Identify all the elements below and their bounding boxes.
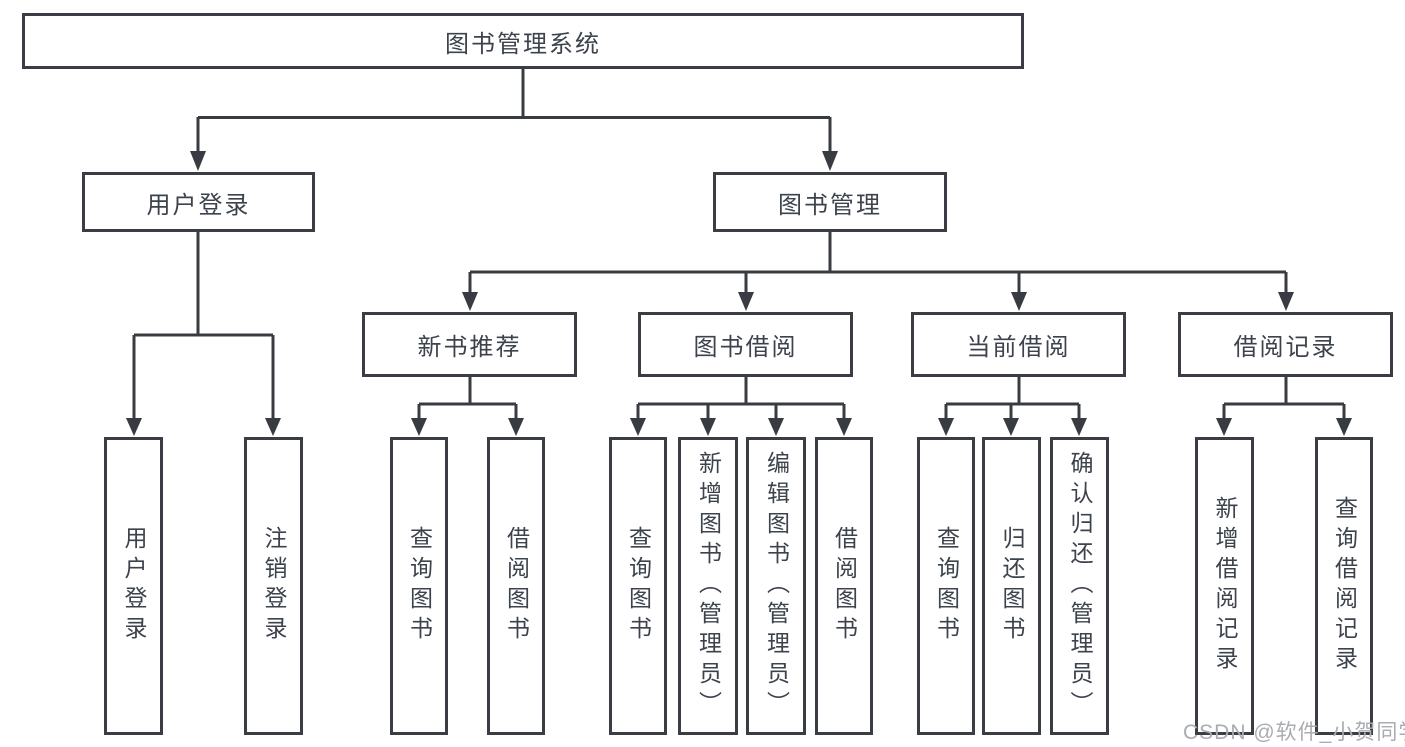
- arrow-down-icon: [700, 418, 716, 436]
- node-user-login-branch: 用户登录: [82, 172, 315, 232]
- arrow-down-icon: [190, 151, 206, 171]
- arrow-down-icon: [508, 418, 524, 436]
- leaf-edit-book-admin: 编辑图书（管理员）: [746, 437, 806, 735]
- arrow-down-icon: [836, 418, 852, 436]
- node-current-borrow: 当前借阅: [911, 312, 1126, 377]
- connector-book-borrow: [630, 377, 852, 436]
- arrow-down-icon: [738, 292, 754, 311]
- connector-borrow-records: [1216, 377, 1352, 436]
- leaf-logout: 注销登录: [244, 437, 303, 735]
- arrow-down-icon: [126, 418, 142, 436]
- arrow-down-icon: [1011, 292, 1027, 311]
- arrow-down-icon: [1278, 292, 1294, 311]
- leaf-add-borrow-record: 新增借阅记录: [1195, 437, 1254, 735]
- connector-user-login-branch: [126, 232, 281, 436]
- leaf-return-book: 归还图书: [982, 437, 1041, 735]
- leaf-query-books-recommend: 查询图书: [390, 437, 448, 735]
- arrow-down-icon: [768, 418, 784, 436]
- node-borrow-records: 借阅记录: [1178, 312, 1393, 377]
- leaf-add-book-admin: 新增图书（管理员）: [678, 437, 738, 735]
- arrow-down-icon: [938, 418, 954, 436]
- node-book-management: 图书管理: [713, 172, 947, 232]
- leaf-query-books-current: 查询图书: [917, 437, 975, 735]
- arrow-down-icon: [1071, 418, 1087, 436]
- arrow-down-icon: [822, 151, 838, 171]
- leaf-query-books-borrow: 查询图书: [609, 437, 667, 735]
- connector-current-borrow: [938, 377, 1087, 436]
- connector-book-mgmt-to-level3: [462, 232, 1294, 311]
- leaf-confirm-return-admin: 确认归还（管理员）: [1050, 437, 1109, 735]
- node-new-book-recommend: 新书推荐: [362, 312, 577, 377]
- arrow-down-icon: [411, 418, 427, 436]
- node-root-system: 图书管理系统: [22, 13, 1024, 69]
- connector-new-book-rec: [411, 377, 524, 436]
- leaf-borrow-books-recommend: 借阅图书: [487, 437, 545, 735]
- connector-root-to-level2: [190, 69, 838, 171]
- arrow-down-icon: [462, 292, 478, 311]
- arrow-down-icon: [1003, 418, 1019, 436]
- leaf-user-login: 用户登录: [104, 437, 163, 735]
- leaf-borrow-books: 借阅图书: [815, 437, 873, 735]
- arrow-down-icon: [630, 418, 646, 436]
- node-book-borrow: 图书借阅: [638, 312, 853, 377]
- arrow-down-icon: [265, 418, 281, 436]
- arrow-down-icon: [1216, 418, 1232, 436]
- watermark: CSDN @软件_小贺同学: [1183, 721, 1405, 744]
- arrow-down-icon: [1336, 418, 1352, 436]
- leaf-query-borrow-record: 查询借阅记录: [1315, 437, 1373, 735]
